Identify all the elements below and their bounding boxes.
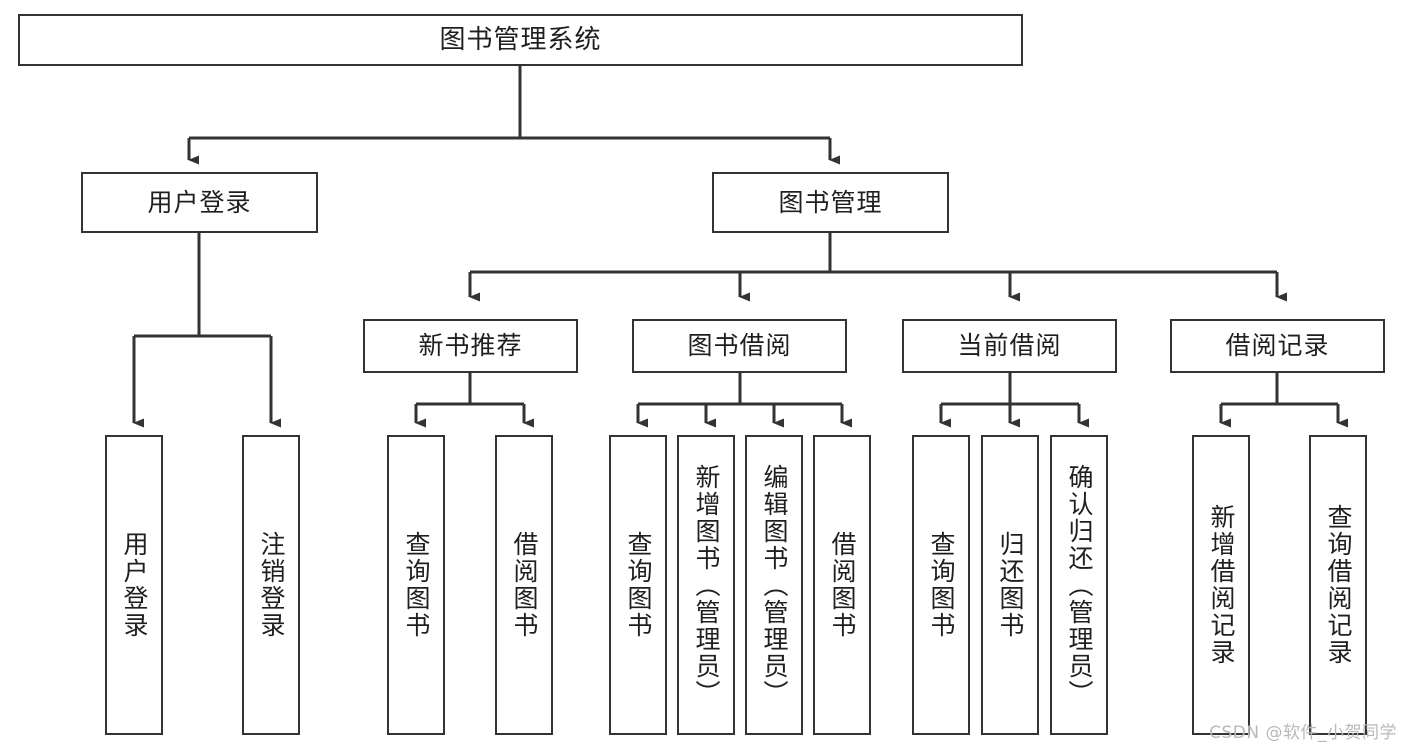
node-leaf-query-record[interactable]: 查询借阅记录: [1309, 435, 1367, 735]
node-label: 借阅记录: [1225, 331, 1330, 361]
node-label: 图书管理系统: [439, 24, 602, 55]
node-label: 新书推荐: [418, 331, 523, 361]
node-leaf-query-book-3[interactable]: 查询图书: [912, 435, 970, 735]
node-leaf-return-book[interactable]: 归还图书: [981, 435, 1039, 735]
node-label: 查询图书: [927, 531, 956, 639]
node-label: 查询图书: [624, 531, 653, 639]
node-label: 当前借阅: [957, 331, 1062, 361]
node-label: 查询借阅记录: [1324, 504, 1353, 666]
node-label: 用户登录: [120, 531, 149, 639]
watermark-text: CSDN @软件_小贺同学: [1209, 723, 1397, 743]
node-label: 图书管理: [778, 187, 883, 217]
node-label: 用户登录: [147, 187, 252, 217]
node-label: 查询图书: [402, 531, 431, 639]
node-leaf-add-book[interactable]: 新增图书（管理员）: [677, 435, 735, 735]
node-label: 图书借阅: [687, 331, 792, 361]
node-current-borrow[interactable]: 当前借阅: [902, 319, 1117, 373]
node-leaf-user-logout[interactable]: 注销登录: [242, 435, 300, 735]
node-leaf-borrow-book-1[interactable]: 借阅图书: [495, 435, 553, 735]
node-new-book-recommend[interactable]: 新书推荐: [363, 319, 578, 373]
node-book-borrow[interactable]: 图书借阅: [632, 319, 847, 373]
node-leaf-edit-book[interactable]: 编辑图书（管理员）: [745, 435, 803, 735]
node-root-system[interactable]: 图书管理系统: [18, 14, 1023, 66]
node-leaf-confirm-return[interactable]: 确认归还（管理员）: [1050, 435, 1108, 735]
node-borrow-record[interactable]: 借阅记录: [1170, 319, 1385, 373]
node-label: 借阅图书: [510, 531, 539, 639]
node-leaf-add-record[interactable]: 新增借阅记录: [1192, 435, 1250, 735]
node-label: 归还图书: [996, 531, 1025, 639]
node-label: 注销登录: [257, 531, 286, 639]
node-label: 新增图书（管理员）: [692, 463, 721, 707]
node-user-login[interactable]: 用户登录: [81, 172, 318, 233]
node-leaf-query-book-1[interactable]: 查询图书: [387, 435, 445, 735]
node-label: 确认归还（管理员）: [1065, 463, 1094, 707]
node-leaf-borrow-book-2[interactable]: 借阅图书: [813, 435, 871, 735]
node-label: 借阅图书: [828, 531, 857, 639]
node-leaf-user-login[interactable]: 用户登录: [105, 435, 163, 735]
node-book-management[interactable]: 图书管理: [712, 172, 949, 233]
node-label: 编辑图书（管理员）: [760, 463, 789, 707]
node-label: 新增借阅记录: [1207, 504, 1236, 666]
node-leaf-query-book-2[interactable]: 查询图书: [609, 435, 667, 735]
